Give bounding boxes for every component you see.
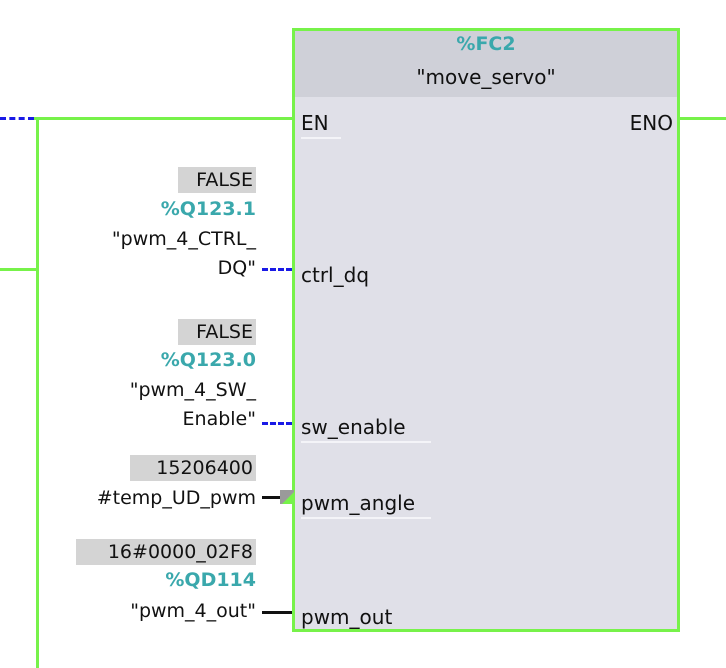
pin-ctrl-dq[interactable]: ctrl_dq <box>301 263 370 287</box>
ctrl-dq-tag-line1[interactable]: "pwm_4_CTRL_ <box>111 228 256 250</box>
en-input-wire-dashed <box>0 117 34 120</box>
pwm-out-value: 16#0000_02F8 <box>76 539 256 565</box>
ctrl-dq-address: %Q123.1 <box>160 198 256 220</box>
pin-pwm-angle[interactable]: pwm_angle <box>301 491 416 515</box>
pin-pwm-angle-underline <box>301 517 431 519</box>
pwm-out-address: %QD114 <box>165 569 256 591</box>
sw-enable-tag-line2[interactable]: Enable" <box>182 408 256 430</box>
pin-pwm-out[interactable]: pwm_out <box>301 605 393 629</box>
eno-wire[interactable] <box>677 117 726 120</box>
block-header: %FC2 "move_servo" <box>295 31 677 97</box>
pin-sw-enable[interactable]: sw_enable <box>301 415 406 439</box>
power-rail-vertical[interactable] <box>36 117 39 668</box>
pwm-angle-value: 15206400 <box>130 455 256 481</box>
sw-enable-tag-line1[interactable]: "pwm_4_SW_ <box>129 379 256 401</box>
pin-en[interactable]: EN <box>301 111 329 135</box>
pin-eno[interactable]: ENO <box>629 111 673 135</box>
pwm-angle-wire <box>262 496 280 499</box>
sw-enable-address: %Q123.0 <box>160 349 256 371</box>
en-wire[interactable] <box>34 117 294 120</box>
branch-wire[interactable] <box>0 268 38 271</box>
function-block-move-servo[interactable]: %FC2 "move_servo" EN ENO ctrl_dq sw_enab… <box>292 28 680 632</box>
ctrl-dq-wire-dashed <box>262 268 292 271</box>
block-name[interactable]: "move_servo" <box>416 65 556 89</box>
pin-en-underline <box>301 137 341 139</box>
pin-sw-enable-underline <box>301 441 431 443</box>
pwm-out-wire <box>262 611 292 614</box>
sw-enable-value: FALSE <box>178 319 256 345</box>
ctrl-dq-value: FALSE <box>178 167 256 193</box>
implicit-conversion-marker-icon <box>280 490 294 504</box>
pwm-angle-tag[interactable]: #temp_UD_pwm <box>96 487 256 509</box>
sw-enable-wire-dashed <box>262 422 292 425</box>
pwm-out-tag[interactable]: "pwm_4_out" <box>130 600 256 622</box>
block-number: %FC2 <box>456 33 516 55</box>
ctrl-dq-tag-line2[interactable]: DQ" <box>217 257 256 279</box>
